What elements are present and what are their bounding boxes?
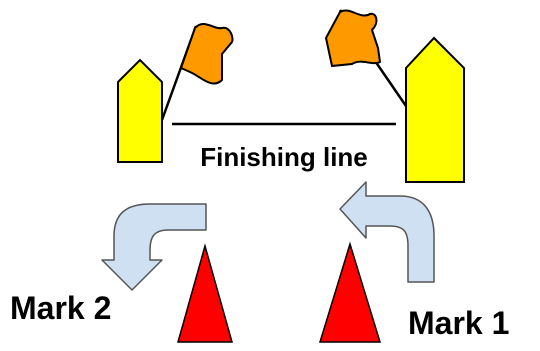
left-boat xyxy=(117,58,163,163)
right-flag xyxy=(325,9,381,67)
right-rounding-arrow xyxy=(339,181,435,283)
right-boat xyxy=(405,36,465,183)
mark-1-buoy xyxy=(318,241,382,343)
mark-1-label: Mark 1 xyxy=(408,305,509,341)
left-flag xyxy=(180,23,234,85)
mark-2-buoy xyxy=(177,243,233,343)
mark-2-label: Mark 2 xyxy=(10,290,111,326)
left-rounding-arrow xyxy=(101,203,207,291)
finishing-line-label: Finishing line xyxy=(200,142,368,172)
